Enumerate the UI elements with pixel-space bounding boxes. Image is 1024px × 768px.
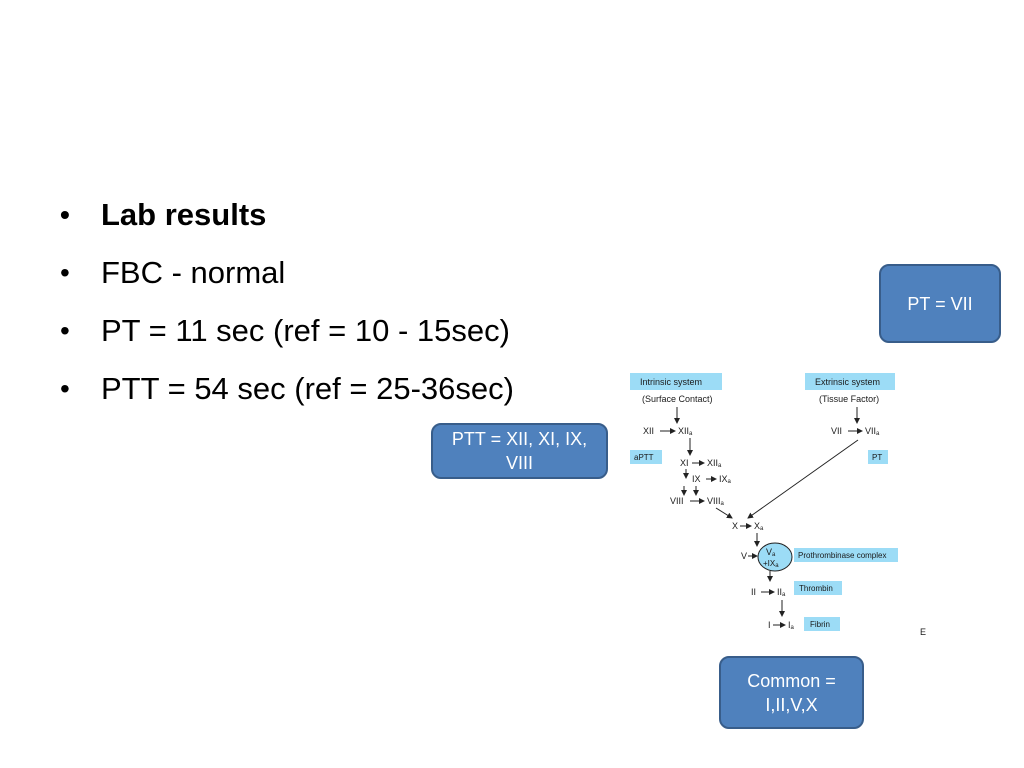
factor-x: X [732,521,738,531]
factor-ixa: IXa [719,474,732,485]
aptt-label: aPTT [634,453,654,462]
thrombin-box [794,581,842,595]
extrinsic-system-label: Extrinsic system [815,377,880,387]
factor-viiia: VIIIa [707,496,725,507]
callout-common: Common = I,II,V,X [719,656,864,729]
factor-xiia: XIIa [678,426,693,437]
factor-ii: II [751,587,756,597]
factor-xii: XII [643,426,654,436]
intrinsic-system-box [630,373,722,390]
aptt-box [630,450,662,464]
fibrin-box [804,617,840,631]
bullet-lab-results: Lab results [60,186,514,244]
prothrombinase-label: Prothrombinase complex [798,551,886,560]
pt-label: PT [872,453,882,462]
bullet-ptt: PTT = 54 sec (ref = 25-36sec) [60,360,514,418]
thrombin-label: Thrombin [799,584,833,593]
callout-common-text: Common = I,II,V,X [747,670,836,715]
fibrin-label: Fibrin [810,620,830,629]
factor-ixa-complex: +IXa [763,559,779,569]
coagulation-cascade-diagram: Intrinsic system (Surface Contact) Extri… [630,373,926,637]
callout-ptt-text: PTT = XII, XI, IX, VIII [451,429,588,473]
extrinsic-system-box [805,373,895,390]
tissue-factor-label: (Tissue Factor) [819,394,879,404]
bullet-pt: PT = 11 sec (ref = 10 - 15sec) [60,302,514,360]
factor-viia: VIIa [865,426,880,437]
complex-ellipse [757,542,793,572]
callout-pt-text: PT = VII [907,293,973,314]
factor-v: V [741,551,747,561]
factor-xi: XI [680,458,689,468]
factor-iia: IIa [777,587,786,598]
factor-va: Va [766,547,776,558]
pt-box [868,450,888,464]
factor-i: I [768,620,771,630]
callout-ptt: PTT = XII, XI, IX, VIII [431,423,608,479]
factor-ix: IX [692,474,701,484]
callout-pt: PT = VII [879,264,1001,343]
prothrombinase-box [794,548,898,562]
surface-contact-label: (Surface Contact) [642,394,713,404]
arrow-viiia-to-x [715,507,733,519]
corner-mark: E [920,627,926,637]
factor-xia: XIIa [707,458,722,469]
factor-viii: VIII [670,496,684,506]
intrinsic-system-label: Intrinsic system [640,377,702,387]
bullet-list: Lab results FBC - normal PT = 11 sec (re… [60,186,514,418]
factor-vii: VII [831,426,842,436]
bullet-fbc: FBC - normal [60,244,514,302]
factor-ia: Ia [788,620,795,631]
factor-xa: Xa [754,521,764,532]
arrow-viia-to-x [747,439,859,519]
